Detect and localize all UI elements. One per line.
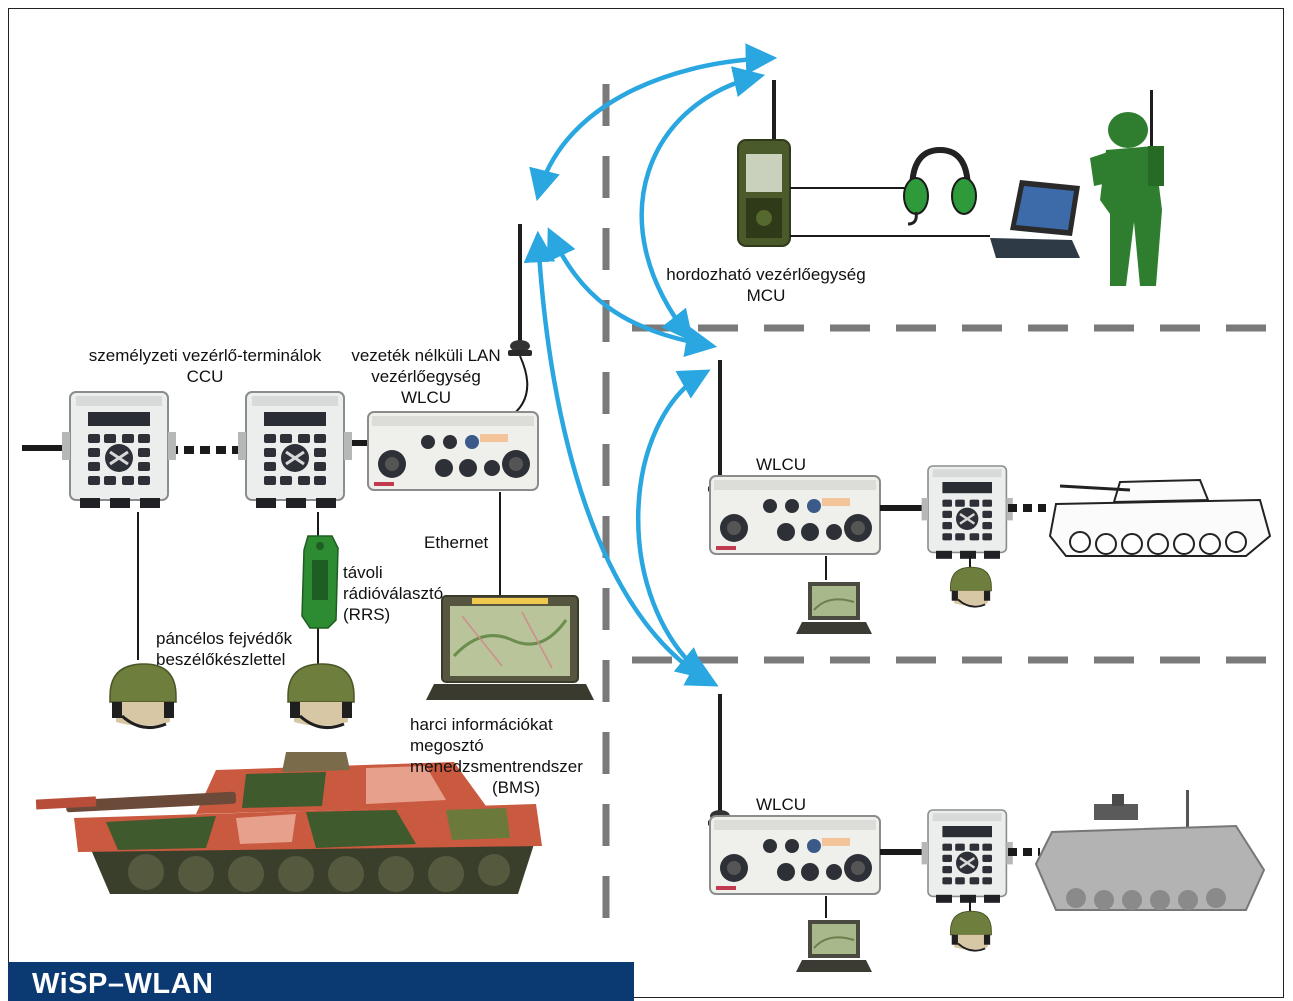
rrs-label-line1: távoli [343, 563, 383, 582]
helmets-label-line2: beszélőkészlettel [156, 650, 286, 669]
ccu-terminal-icon [920, 808, 1014, 904]
wlcu-unit-icon [367, 411, 539, 491]
ccu-terminal-icon [236, 390, 354, 510]
bms-label-line4: (BMS) [492, 778, 541, 797]
wlcu-main-label-line1: vezeték nélküli LAN [351, 346, 501, 365]
antenna-icon [508, 224, 532, 356]
mcu-label-line1: hordozható vezérlőegység [666, 265, 866, 284]
antenna-icon [708, 694, 732, 826]
antenna-icon [708, 360, 732, 492]
rrs-label-line2: rádióválasztó [343, 584, 444, 603]
wlcu-main-label: vezeték nélküli LAN vezérlőegység WLCU [340, 345, 512, 408]
apc-vehicle-icon [1034, 790, 1266, 911]
wlcu-bottom-label: WLCU [756, 795, 807, 814]
bms-label-line1: harci információkat [410, 715, 553, 734]
helmet-icon [949, 566, 993, 608]
laptop-icon [795, 919, 873, 973]
helmet-icon [949, 910, 993, 952]
helmets-label-line1: páncélos fejvédők [156, 629, 293, 648]
manpack-radio-icon [737, 139, 791, 247]
wlcu-main-label-line3: WLCU [400, 388, 452, 407]
ccu-label-line1: személyzeti vezérlő-terminálok [88, 346, 322, 365]
ifv-vehicle-icon [1048, 478, 1272, 557]
ccu-label-line2: CCU [186, 367, 224, 386]
antenna-icon [772, 80, 776, 150]
bms-label: harci információkat megosztó menedzsment… [410, 714, 583, 798]
banner-title: WiSP–WLAN [32, 968, 214, 1000]
bms-label-line3: menedzsmentrendszer [410, 757, 583, 776]
mcu-label-line2: MCU [746, 286, 786, 305]
wireless-links [523, 43, 778, 687]
mcu-label: hordozható vezérlőegység MCU [646, 264, 886, 306]
headset-icon [903, 146, 977, 226]
helmet-icon [108, 662, 178, 730]
wlcu-main-label-line2: vezérlőegység [371, 367, 481, 386]
title-banner: WiSP–WLAN [8, 962, 634, 1001]
wlcu-unit-icon [709, 475, 881, 555]
rrs-label: távoli rádióválasztó (RRS) [343, 562, 443, 625]
soldier-icon [1090, 90, 1164, 286]
rrs-label-line3: (RRS) [343, 605, 391, 624]
helmet-icon [286, 662, 356, 730]
laptop-icon [795, 581, 873, 635]
bms-label-line2: megosztó [410, 736, 484, 755]
ccu-terminal-icon [920, 464, 1014, 560]
ccu-label: személyzeti vezérlő-terminálok CCU [70, 345, 340, 387]
laptop-icon [990, 180, 1080, 258]
ccu-terminal-icon [60, 390, 178, 510]
wlcu-mid-label: WLCU [756, 455, 807, 474]
bms-laptop-icon [426, 595, 594, 700]
wlcu-unit-icon [709, 815, 881, 895]
helmets-label: páncélos fejvédők beszélőkészlettel [156, 628, 292, 670]
ethernet-label: Ethernet [424, 533, 489, 552]
rrs-radio-icon [301, 535, 339, 629]
tank-icon [35, 752, 542, 894]
